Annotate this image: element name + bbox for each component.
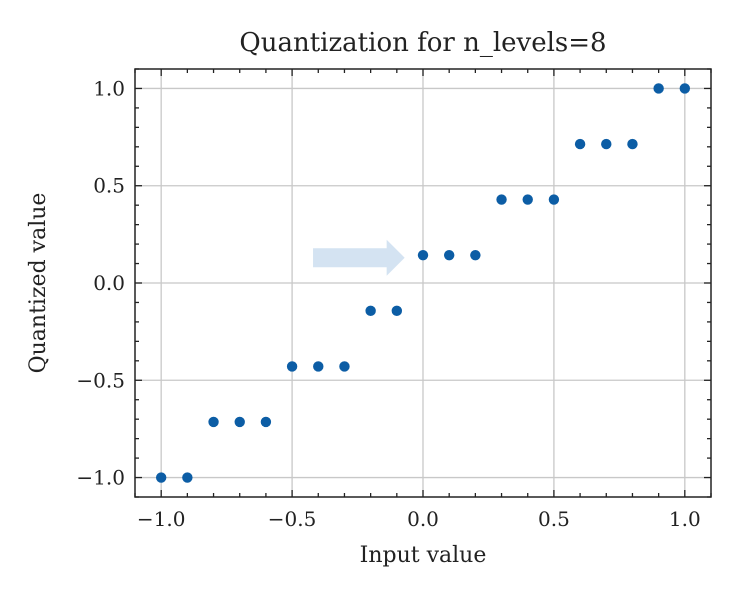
data-point xyxy=(601,138,612,150)
data-point xyxy=(365,305,376,317)
annotation-arrow xyxy=(313,239,405,276)
data-point xyxy=(627,138,638,150)
data-point xyxy=(234,416,245,428)
data-points xyxy=(155,83,691,483)
chart-title: Quantization for n_levels=8 xyxy=(239,28,606,58)
x-axis-label: Input value xyxy=(360,543,487,568)
x-tick-label: 0.0 xyxy=(407,507,439,531)
y-axis-label: Quantized value xyxy=(26,193,51,374)
data-point xyxy=(208,416,219,428)
grid xyxy=(135,69,711,497)
data-point xyxy=(574,138,586,150)
data-point xyxy=(443,249,455,261)
data-point xyxy=(286,361,298,372)
data-point xyxy=(653,83,664,94)
data-point xyxy=(339,361,350,372)
data-point xyxy=(470,249,481,261)
data-point xyxy=(391,305,403,317)
y-tick-label: 1.0 xyxy=(93,76,125,100)
data-point xyxy=(313,361,324,372)
x-tick-label: −1.0 xyxy=(137,507,186,531)
y-tick-label: 0.5 xyxy=(93,174,125,198)
y-tick-label: −0.5 xyxy=(76,368,125,392)
y-tick-label: −1.0 xyxy=(76,466,125,490)
data-point xyxy=(548,194,560,205)
data-point xyxy=(155,472,167,483)
data-point xyxy=(522,194,533,205)
data-point xyxy=(182,472,193,483)
x-tick-label: 0.5 xyxy=(538,507,570,531)
x-tick-label: −0.5 xyxy=(268,507,317,531)
x-tick-label: 1.0 xyxy=(669,507,701,531)
axes: −1.0 −0.5 0.0 0.5 1.0 −1.0 −0.5 0.0 0.5 1.0 xyxy=(76,68,712,531)
annotation-layer xyxy=(313,239,405,276)
data-point xyxy=(260,416,272,428)
data-point xyxy=(496,194,507,205)
data-point xyxy=(417,249,429,261)
data-point xyxy=(679,83,691,94)
y-tick-label: 0.0 xyxy=(93,271,125,295)
